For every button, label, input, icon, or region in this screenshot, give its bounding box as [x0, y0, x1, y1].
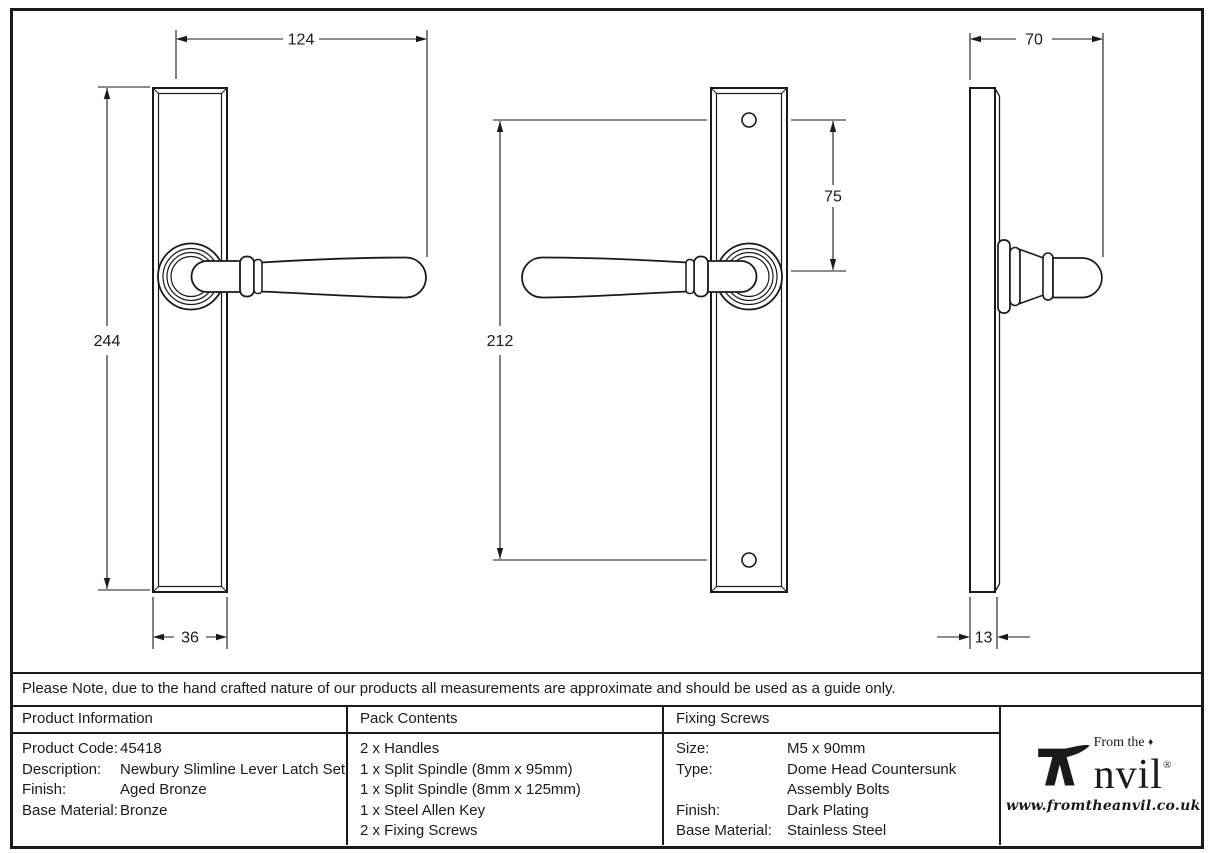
approximation-note: Please Note, due to the hand crafted nat…: [22, 680, 896, 697]
screw-base-material-label: Base Material:: [676, 822, 772, 839]
back-view-drawing: 212 75: [487, 87, 846, 593]
table-divider: [999, 705, 1001, 845]
screw-base-material-value: Stainless Steel: [787, 822, 887, 839]
bottom-screw-hole: [741, 552, 757, 568]
table-header-top-border: [10, 705, 1204, 707]
logo-from-the: From the ♦: [1093, 735, 1154, 750]
page-border: [10, 8, 1204, 849]
table-divider: [346, 705, 348, 845]
dim-label-plate-depth: 13: [975, 630, 993, 647]
base-material-label: Base Material:: [22, 802, 118, 819]
dim-label-plate-width: 36: [181, 630, 199, 647]
product-code-value: 45418: [120, 740, 162, 757]
dimension-13: [937, 597, 1030, 649]
fixing-screws-header: Fixing Screws: [676, 710, 770, 727]
screw-type-value-line2: Assembly Bolts: [787, 781, 890, 798]
dim-label-plate-height: 244: [94, 333, 121, 350]
screw-type-label: Type:: [676, 761, 713, 778]
base-material-value: Bronze: [120, 802, 168, 819]
screw-type-value: Dome Head Countersunk: [787, 761, 957, 778]
dimension-36: [152, 597, 228, 649]
diamond-icon: ♦: [1148, 737, 1154, 748]
technical-drawings: 124 244 36: [94, 30, 1104, 649]
product-code-label: Product Code:: [22, 740, 118, 757]
dimension-70: [969, 33, 1104, 257]
table-divider: [662, 705, 664, 845]
finish-value: Aged Bronze: [120, 781, 207, 798]
brand-logo: From the ♦ nvil® www.fromtheanvil.co.uk: [1006, 735, 1201, 815]
dim-label-screw-centres: 212: [487, 333, 514, 350]
dim-label-screw-to-centre: 75: [824, 189, 842, 206]
description-value: Newbury Slimline Lever Latch Set: [120, 761, 346, 778]
logo-anvil-word: nvil®: [1093, 752, 1172, 798]
pack-contents-item: 1 x Steel Allen Key: [360, 802, 486, 819]
screw-size-label: Size:: [676, 740, 710, 757]
pack-contents-item: 1 x Split Spindle (8mm x 95mm): [360, 761, 573, 778]
pack-contents-header: Pack Contents: [360, 710, 458, 727]
pack-contents-item: 2 x Fixing Screws: [360, 822, 478, 839]
dimension-244: [98, 86, 150, 591]
dimension-124: [175, 30, 428, 257]
registered-mark: ®: [1162, 759, 1172, 771]
finish-label: Finish:: [22, 781, 67, 798]
note-row-top-border: [10, 672, 1204, 674]
table-header-bottom-border: [10, 732, 1001, 734]
dimension-75: [791, 119, 846, 272]
dimension-212: [493, 119, 707, 561]
screw-size-value: M5 x 90mm: [787, 740, 866, 757]
screw-finish-label: Finish:: [676, 802, 721, 819]
description-label: Description:: [22, 761, 102, 778]
top-screw-hole: [741, 112, 757, 128]
logo-website: www.fromtheanvil.co.uk: [1006, 798, 1201, 814]
screw-finish-value: Dark Plating: [787, 802, 869, 819]
pack-contents-item: 1 x Split Spindle (8mm x 125mm): [360, 781, 581, 798]
anvil-icon: [1037, 744, 1090, 786]
front-view-drawing: 124 244 36: [94, 30, 428, 649]
pack-contents-item: 2 x Handles: [360, 740, 440, 757]
dim-label-projection: 70: [1025, 32, 1043, 49]
product-information-header: Product Information: [22, 710, 153, 727]
side-view-drawing: 70 13: [937, 32, 1104, 649]
dim-label-handle-length: 124: [288, 32, 315, 49]
